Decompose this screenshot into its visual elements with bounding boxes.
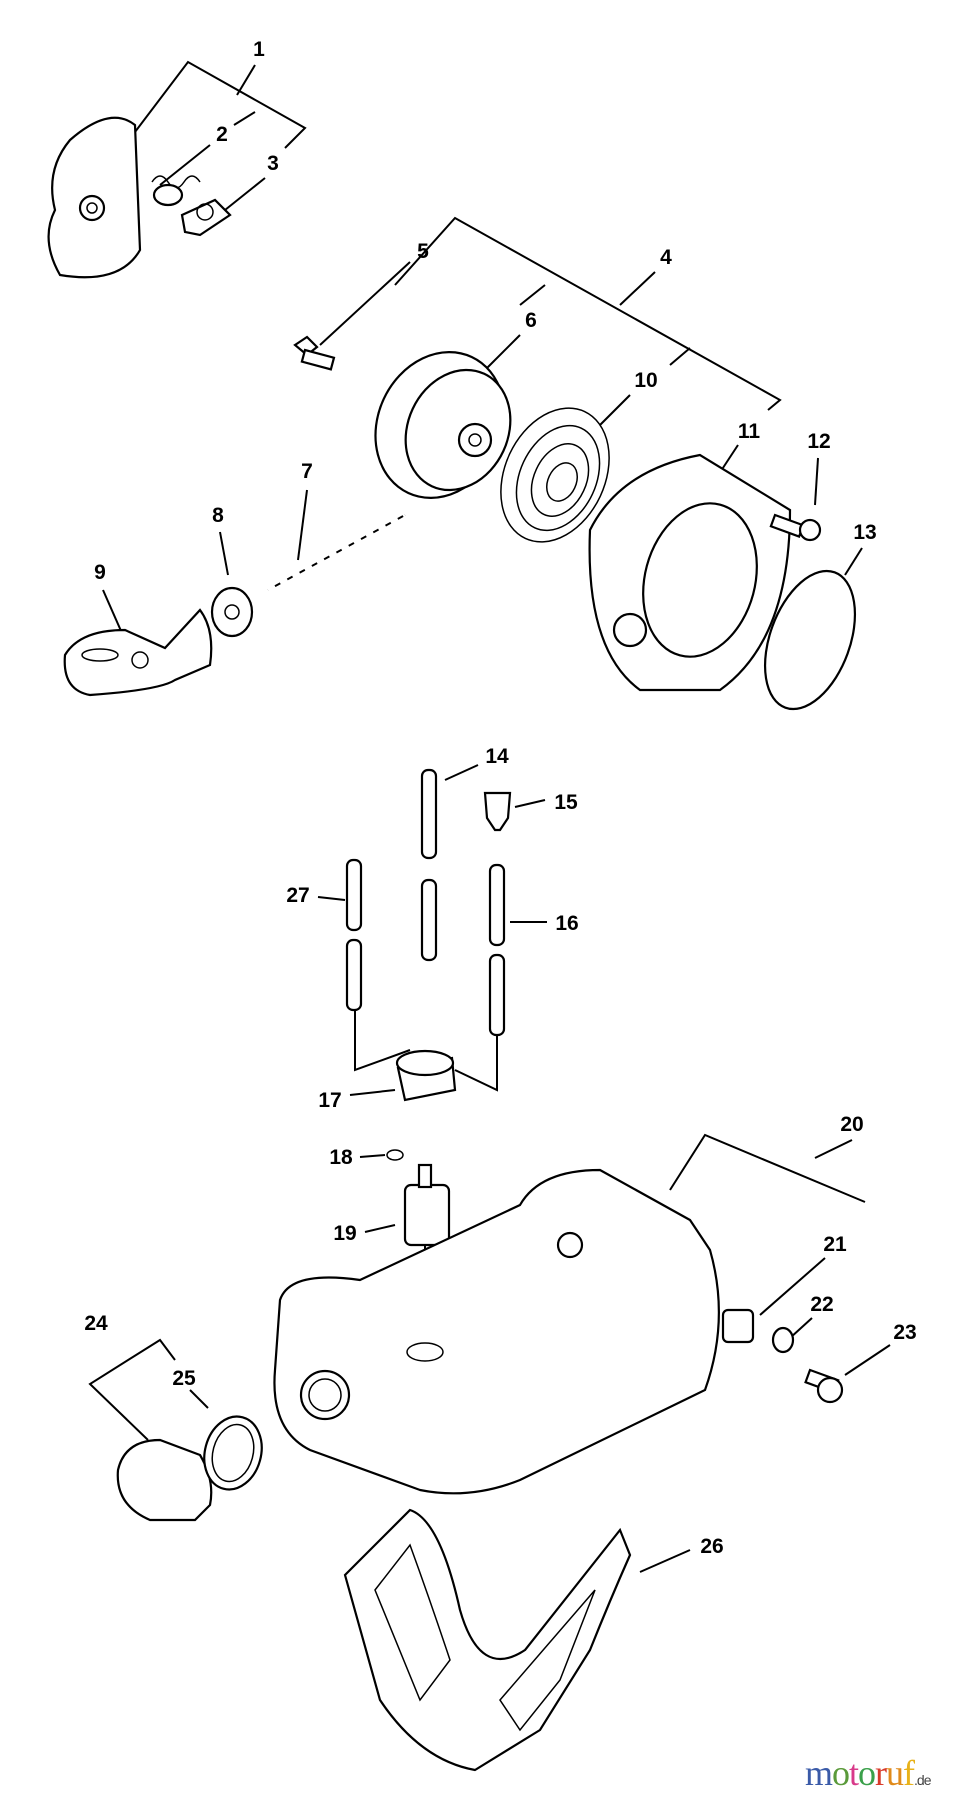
wm-letter: o xyxy=(858,1753,876,1793)
callout-21: 21 xyxy=(823,1233,847,1256)
callout-13: 13 xyxy=(853,521,876,544)
part-22-washer xyxy=(771,1326,795,1354)
callout-23: 23 xyxy=(893,1321,916,1344)
wm-suffix: .de xyxy=(914,1772,931,1788)
fuel-pipes xyxy=(345,768,506,1037)
callout-26: 26 xyxy=(700,1535,723,1558)
callout-19: 19 xyxy=(333,1222,356,1245)
callout-15: 15 xyxy=(554,791,578,814)
callout-8: 8 xyxy=(212,504,224,527)
callout-1: 1 xyxy=(253,38,265,61)
part-10-recoil-spring xyxy=(500,407,610,543)
callout-22: 22 xyxy=(810,1293,833,1316)
part-15-cap xyxy=(483,791,512,832)
part-25-gasket xyxy=(203,1415,263,1491)
part-8-rope-guide xyxy=(210,586,254,638)
wm-letter: t xyxy=(849,1753,859,1793)
part-6-reel xyxy=(374,351,512,499)
wm-letter: f xyxy=(903,1753,915,1793)
part-3-pawl xyxy=(180,198,232,237)
callout-3: 3 xyxy=(267,152,279,175)
part-12-bolt xyxy=(769,513,822,542)
part-23-bolt xyxy=(804,1368,844,1404)
callout-7: 7 xyxy=(301,460,313,483)
motoruf-watermark-logo: motoruf.de xyxy=(805,1752,932,1794)
callout-10: 10 xyxy=(634,369,657,392)
wm-letter: r xyxy=(875,1753,887,1793)
wm-letter: u xyxy=(886,1753,904,1793)
part-17-grommet xyxy=(395,1049,457,1102)
part-26-tank-guard xyxy=(343,1508,632,1772)
part-2-spring xyxy=(151,175,201,207)
leader-lines xyxy=(88,60,891,1573)
wm-letter: o xyxy=(832,1753,850,1793)
part-24-fuel-cap xyxy=(116,1438,213,1522)
callout-25: 25 xyxy=(172,1367,196,1390)
callout-17: 17 xyxy=(318,1089,341,1112)
wm-letter: m xyxy=(805,1753,833,1793)
part-5-bolt xyxy=(293,335,336,371)
part-13-o-ring xyxy=(763,569,857,711)
part-19-filter xyxy=(403,1163,451,1247)
callout-27: 27 xyxy=(286,884,309,907)
callout-12: 12 xyxy=(807,430,830,453)
callout-24: 24 xyxy=(84,1312,108,1335)
callout-20: 20 xyxy=(840,1113,863,1136)
callout-6: 6 xyxy=(525,309,537,332)
callout-14: 14 xyxy=(485,745,509,768)
part-9-starter-handle xyxy=(63,608,213,697)
part-21-bushing xyxy=(721,1308,755,1344)
callout-18: 18 xyxy=(329,1146,353,1169)
callout-16: 16 xyxy=(555,912,578,935)
callout-labels: 1 2 3 4 5 6 7 8 9 10 11 12 13 14 15 16 1… xyxy=(84,38,916,1558)
part-11-starter-case xyxy=(588,453,792,692)
part-20-fuel-tank xyxy=(273,1168,720,1495)
callout-5: 5 xyxy=(417,240,429,263)
callout-11: 11 xyxy=(738,420,761,443)
callout-9: 9 xyxy=(94,561,106,584)
callout-4: 4 xyxy=(660,246,672,269)
part-7-rope xyxy=(267,513,406,592)
part-18-o-ring xyxy=(386,1149,404,1161)
callout-2: 2 xyxy=(216,123,228,146)
part-1-starter-housing-cover xyxy=(47,116,142,279)
